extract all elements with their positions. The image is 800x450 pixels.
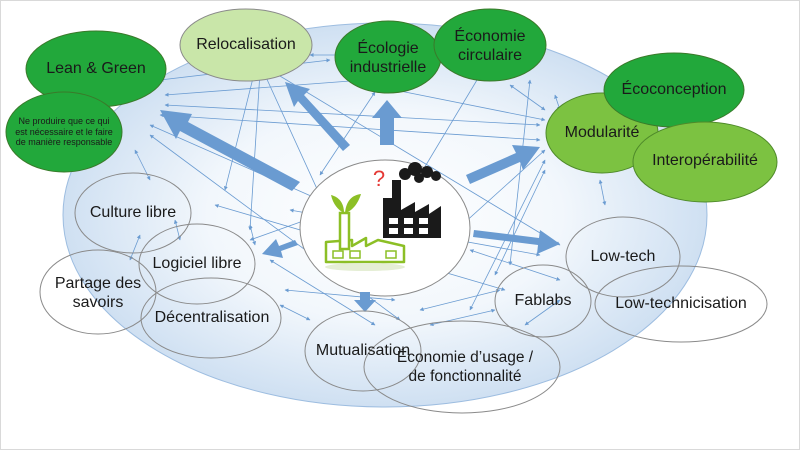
node-decentralisation: Décentralisation <box>154 309 270 327</box>
green-factory-icon <box>324 194 406 271</box>
node-ecologie-industrielle: Écologie industrielle <box>349 39 427 76</box>
block-arrows <box>160 82 560 312</box>
node-interoperabilite: Interopérabilité <box>652 152 758 170</box>
node-fablabs: Fablabs <box>514 292 572 310</box>
node-low-tech: Low-tech <box>590 248 656 266</box>
node-interoperabilite-shape <box>632 121 778 203</box>
node-logiciel-libre-shape <box>138 223 256 305</box>
node-economie-usage: Économie d’usage / de fonctionnalité <box>396 349 534 385</box>
node-ne-produire: Ne produire que ce qui est nécessaire et… <box>15 116 113 148</box>
block-arrow-lowtech <box>473 230 560 254</box>
node-relocalisation-shape <box>179 8 313 82</box>
node-economie-usage-shape <box>363 320 561 414</box>
node-partage-des-savoirs: Partage des savoirs <box>54 274 142 311</box>
node-low-tech-shape <box>565 216 681 298</box>
node-logiciel-libre: Logiciel libre <box>152 255 242 273</box>
node-partage-shape <box>39 249 157 335</box>
block-arrow-logiciel <box>262 239 298 258</box>
node-mutualisation-shape <box>304 310 422 392</box>
node-economie-circulaire-shape <box>433 8 547 82</box>
block-arrow-lean-green <box>160 110 300 191</box>
question-mark: ? <box>372 165 386 191</box>
node-culture-libre: Culture libre <box>89 204 177 222</box>
node-low-technicisation: Low-technicisation <box>615 295 747 313</box>
block-arrow-mutualisation <box>354 292 376 312</box>
node-relocalisation: Relocalisation <box>196 36 296 54</box>
node-decentralisation-shape <box>140 277 282 359</box>
node-modularite: Modularité <box>564 124 640 142</box>
node-culture-libre-shape <box>74 172 192 254</box>
node-lean-green: Lean & Green <box>46 60 146 78</box>
node-ecoconception: Écoconception <box>621 81 727 99</box>
node-fablabs-shape <box>494 264 592 338</box>
node-mutualisation: Mutualisation <box>315 342 411 360</box>
node-economie-circulaire: Économie circulaire <box>454 27 526 64</box>
block-arrow-ecologie <box>372 100 402 145</box>
block-arrow-modularite <box>466 145 540 184</box>
node-ne-produire-shape <box>5 91 123 173</box>
block-arrow-relocalisation <box>285 82 350 151</box>
node-low-technicisation-shape <box>594 265 768 343</box>
polluting-factory-icon <box>383 162 441 238</box>
